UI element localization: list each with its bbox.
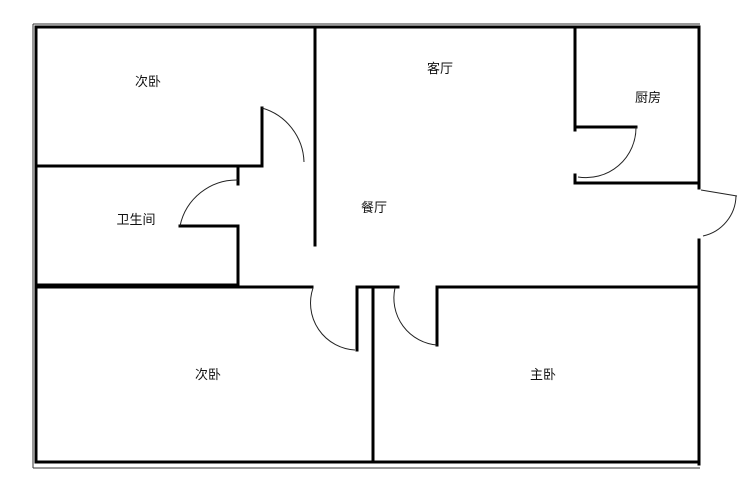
outer-frame (32, 23, 700, 469)
room-label-dining-room: 餐厅 (361, 200, 387, 216)
room-label-living-room: 客厅 (427, 61, 453, 77)
door-swings (179, 107, 738, 351)
room-label-bedroom-top-left: 次卧 (135, 74, 161, 90)
room-label-bedroom-bottom-left: 次卧 (195, 367, 221, 383)
room-label-kitchen: 厨房 (635, 90, 661, 106)
room-label-master-bedroom: 主卧 (530, 368, 556, 383)
room-label-bathroom: 卫生间 (116, 213, 155, 228)
walls (34, 25, 701, 466)
room-labels: 次卧 客厅 厨房 卫生间 餐厅 次卧 主卧 (116, 61, 661, 383)
